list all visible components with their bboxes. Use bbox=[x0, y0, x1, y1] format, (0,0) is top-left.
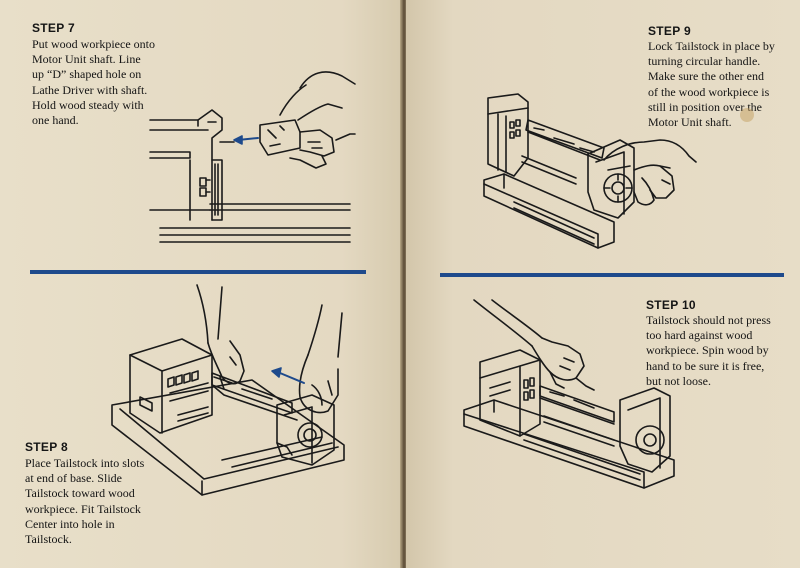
step-9-line: still in position over the bbox=[648, 99, 762, 114]
step-7-title: STEP 7 bbox=[32, 21, 75, 35]
step-10-line: hand to be sure it is free, bbox=[646, 358, 765, 373]
step-9-illustration bbox=[484, 92, 696, 250]
step-7-line: Motor Unit shaft. Line bbox=[32, 52, 141, 67]
step-8-line: Place Tailstock into slots bbox=[25, 456, 145, 470]
step-10-line: workpiece. Spin wood by bbox=[646, 343, 769, 358]
step-8-line: Center into hole in bbox=[25, 516, 115, 531]
step-9-line: of the wood workpiece is bbox=[648, 84, 770, 99]
step-7-line: one hand. bbox=[32, 113, 79, 128]
step-8-illustration bbox=[112, 285, 352, 510]
right-page: STEP 9 Lock Tailstock in place by turnin… bbox=[406, 0, 800, 568]
divider-right bbox=[440, 273, 784, 277]
step-8-line: Tailstock. bbox=[25, 532, 72, 547]
step-10-illustration bbox=[464, 300, 694, 500]
step-9-text: Lock Tailstock in place by turning circu… bbox=[648, 39, 775, 130]
step-10-line: but not loose. bbox=[646, 373, 711, 388]
step-7-line: Hold wood steady with bbox=[32, 97, 144, 112]
step-8-line: at end of base. Slide bbox=[25, 471, 122, 486]
step-7-illustration bbox=[150, 60, 355, 250]
step-7-line: Put wood workpiece onto bbox=[32, 37, 155, 51]
step-9-title: STEP 9 bbox=[648, 24, 691, 38]
step-7-line: Lathe Driver with shaft. bbox=[32, 82, 148, 97]
paper-stain bbox=[740, 108, 754, 122]
step-10-line: Tailstock should not press bbox=[646, 313, 771, 327]
step-10-line: too hard against wood bbox=[646, 328, 753, 343]
book-gutter bbox=[400, 0, 408, 568]
step-8-line: Tailstock toward wood bbox=[25, 486, 135, 501]
divider-left bbox=[30, 270, 366, 274]
step-8-line: workpiece. Fit Tailstock bbox=[25, 501, 141, 516]
step-9-line: Lock Tailstock in place by bbox=[648, 39, 775, 53]
step-9-line: turning circular handle. bbox=[648, 54, 761, 69]
step-7-text: Put wood workpiece onto Motor Unit shaft… bbox=[32, 37, 155, 128]
step-9-line: Make sure the other end bbox=[648, 69, 764, 84]
step-7-line: up “D” shaped hole on bbox=[32, 67, 142, 82]
step-8-title: STEP 8 bbox=[25, 440, 68, 454]
step-9-line: Motor Unit shaft. bbox=[648, 115, 732, 130]
step-8-text: Place Tailstock into slots at end of bas… bbox=[25, 456, 144, 547]
left-page: STEP 7 Put wood workpiece onto Motor Uni… bbox=[0, 0, 402, 568]
step-10-title: STEP 10 bbox=[646, 298, 696, 312]
step-10-text: Tailstock should not press too hard agai… bbox=[646, 313, 771, 389]
